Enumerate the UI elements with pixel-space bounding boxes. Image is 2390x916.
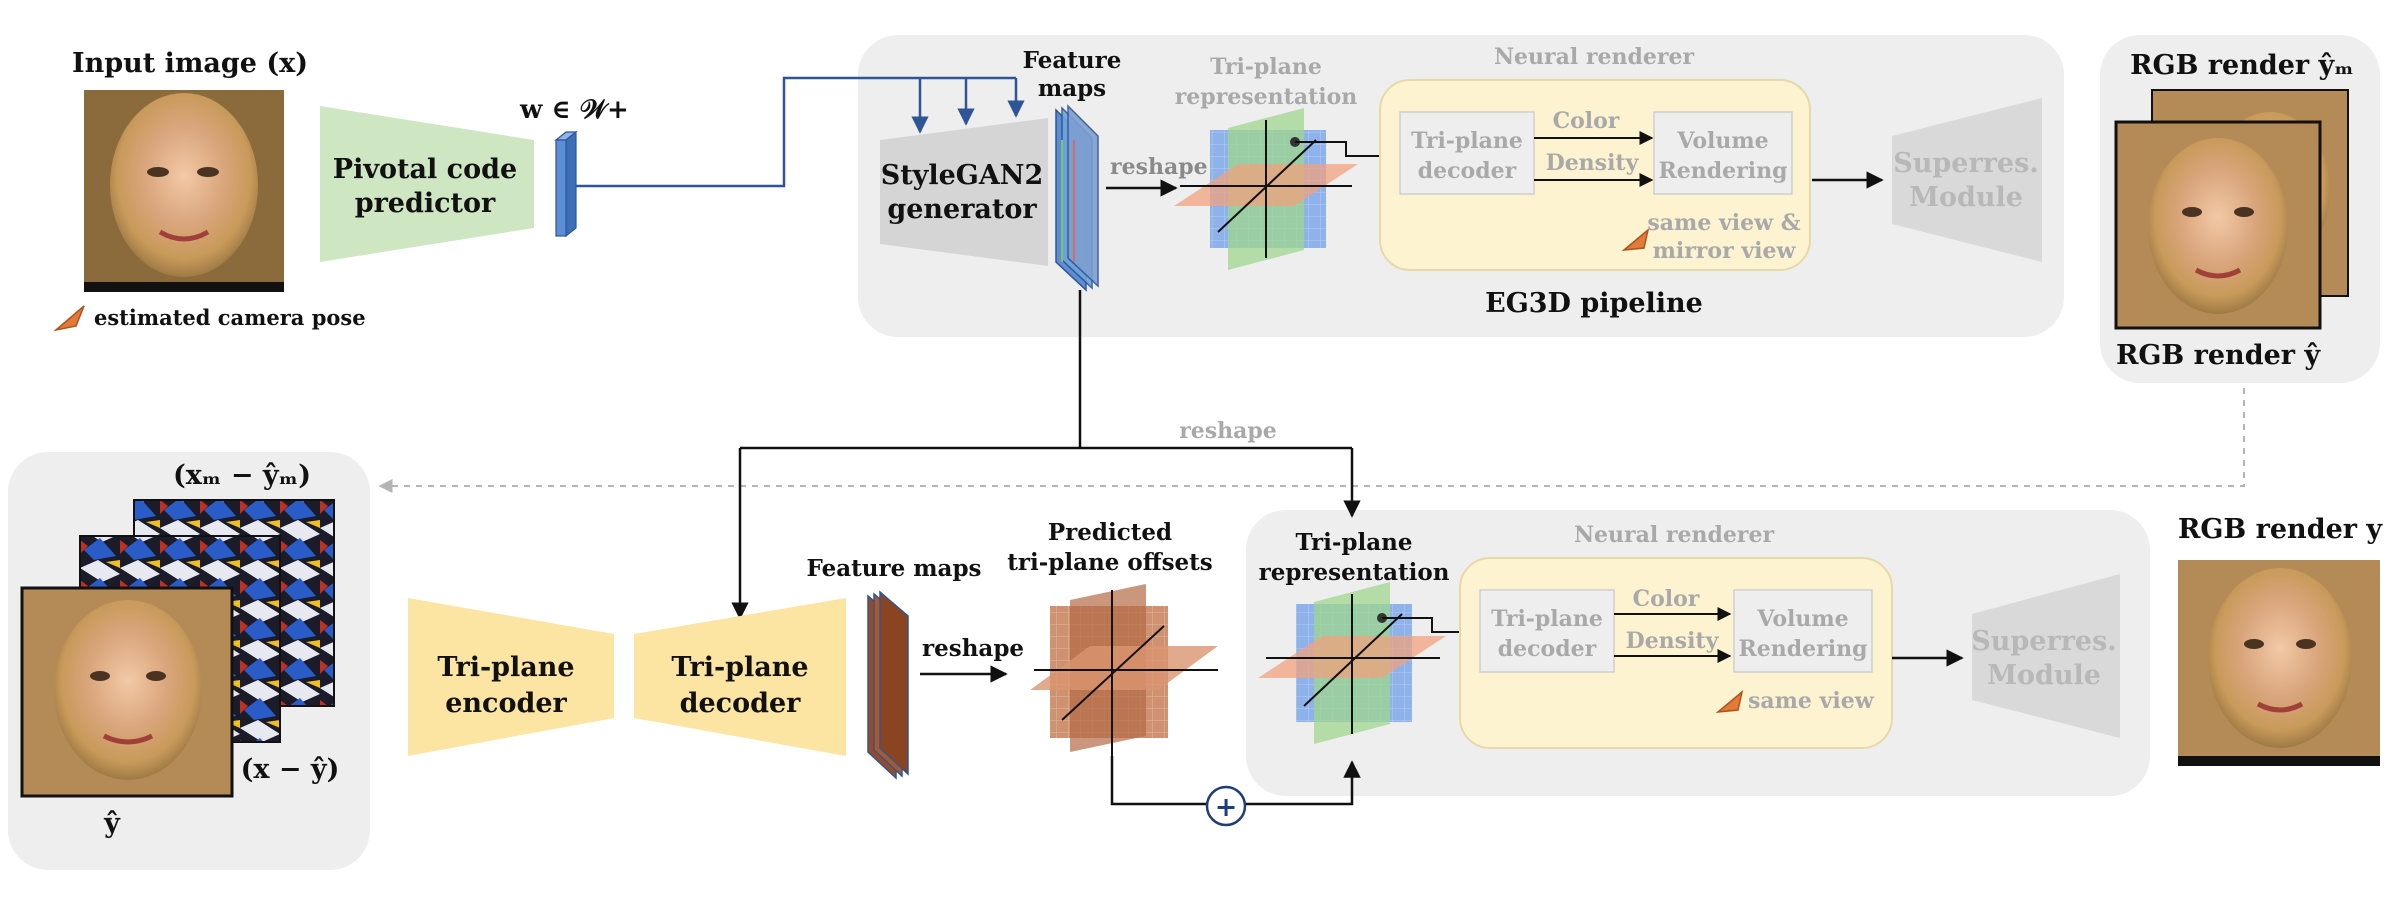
pivotal-code-predictor-shape bbox=[320, 106, 534, 262]
top-triplane-rep-label-2: representation bbox=[1175, 84, 1358, 110]
bottom-triplane-decoder-label-2: decoder bbox=[1498, 636, 1597, 662]
triplane-decoder-label: Tri-plane bbox=[671, 652, 808, 683]
rgb-render-m-title: RGB render ŷₘ bbox=[2130, 50, 2354, 81]
offsets-label: Predicted bbox=[1048, 519, 1172, 546]
top-superres-label: Superres. bbox=[1893, 148, 2038, 179]
input-face-image bbox=[84, 90, 284, 292]
w-to-generator-lines bbox=[576, 76, 1025, 188]
bottom-neural-renderer-label: Neural renderer bbox=[1574, 522, 1775, 548]
plus-circle bbox=[1205, 785, 1247, 827]
top-reshape-label: reshape bbox=[1110, 154, 1208, 180]
feature-to-bottom-lines bbox=[731, 290, 1361, 620]
pivotal-code-predictor-label-2: predictor bbox=[355, 188, 496, 219]
top-volume-rendering-label: Volume bbox=[1676, 128, 1768, 154]
pivotal-code-predictor-label: Pivotal code bbox=[333, 154, 517, 185]
top-superres-label-2: Module bbox=[1909, 182, 2023, 213]
bottom-camera-icon bbox=[1715, 690, 1744, 713]
bottom-reshape-label: reshape bbox=[922, 635, 1024, 662]
top-superres-shape bbox=[1892, 98, 2042, 262]
rgb-render-y-image bbox=[2178, 560, 2380, 766]
top-feature-maps-label-2: maps bbox=[1038, 75, 1106, 102]
top-feature-maps bbox=[1055, 104, 1099, 292]
plus-symbol: + bbox=[1215, 792, 1238, 823]
bottom-point-to-decoder-arrow bbox=[1382, 617, 1480, 639]
bottom-color-label: Color bbox=[1633, 586, 1700, 612]
y-hat-label: ŷ bbox=[103, 808, 121, 839]
offsets-label-2: tri-plane offsets bbox=[1007, 549, 1212, 576]
top-view-note: same view & bbox=[1647, 210, 1800, 236]
eg3d-pipeline-label: EG3D pipeline bbox=[1485, 288, 1703, 319]
top-camera-icon bbox=[1621, 228, 1650, 251]
bottom-superres-shape bbox=[1972, 574, 2120, 738]
latent-w-vector bbox=[554, 130, 578, 238]
rgb-render-y-title: RGB render y bbox=[2178, 514, 2383, 545]
rgb-render-hat-image bbox=[2114, 120, 2322, 330]
top-color-label: Color bbox=[1553, 108, 1620, 134]
top-triplane-decoder-box bbox=[1399, 111, 1535, 195]
bottom-volume-rendering-label-2: Rendering bbox=[1739, 636, 1868, 662]
top-feature-maps-label: Feature bbox=[1023, 47, 1122, 74]
top-triplane-decoder-label: Tri-plane bbox=[1411, 128, 1523, 154]
feedback-dashed-line bbox=[378, 388, 2245, 493]
top-volume-rendering-label-2: Rendering bbox=[1659, 158, 1788, 184]
bottom-superres-label: Superres. bbox=[1971, 626, 2116, 657]
bottom-volume-rendering-box bbox=[1733, 589, 1873, 673]
top-view-note-2: mirror view bbox=[1653, 238, 1797, 264]
top-triplane-visual bbox=[1174, 108, 1358, 270]
triplane-encoder-label-2: encoder bbox=[445, 688, 567, 719]
bottom-triplane-decoder-box bbox=[1479, 589, 1615, 673]
bottom-feature-maps-label: Feature maps bbox=[807, 555, 982, 582]
bottom-density-label: Density bbox=[1626, 628, 1720, 654]
top-point-to-decoder-arrow bbox=[1295, 141, 1402, 163]
bottom-triplane-rep-label: Tri-plane bbox=[1296, 529, 1413, 556]
bottom-left-y-hat-image bbox=[20, 586, 234, 798]
bottom-volume-rendering-label: Volume bbox=[1756, 606, 1848, 632]
stylegan2-generator-label-2: generator bbox=[887, 194, 1037, 225]
diff-label: (x − ŷ) bbox=[241, 754, 340, 785]
bottom-triplane-rep-label-2: representation bbox=[1259, 559, 1450, 586]
top-volume-rendering-box bbox=[1653, 111, 1793, 195]
camera-pose-label: estimated camera pose bbox=[94, 305, 366, 330]
rgb-render-hat-title: RGB render ŷ bbox=[2116, 340, 2321, 371]
w-space-label: w ∈ 𝒲+ bbox=[519, 95, 629, 125]
bottom-superres-label-2: Module bbox=[1987, 660, 2101, 691]
triplane-decoder-label-2: decoder bbox=[680, 688, 802, 719]
top-neural-renderer-label: Neural renderer bbox=[1494, 44, 1695, 70]
diff-m-label: (xₘ − ŷₘ) bbox=[173, 460, 311, 491]
top-density-label: Density bbox=[1546, 150, 1640, 176]
triplane-encoder-label: Tri-plane bbox=[437, 652, 574, 683]
offset-to-plus-line bbox=[1110, 756, 1206, 806]
bottom-triplane-decoder-label: Tri-plane bbox=[1491, 606, 1603, 632]
plus-to-triplane-arrow bbox=[1246, 760, 1361, 806]
bottom-triplane-visual bbox=[1258, 582, 1446, 744]
triplane-encoder-shape bbox=[408, 598, 614, 756]
offsets-visual bbox=[1030, 584, 1218, 756]
camera-pose-icon bbox=[53, 305, 85, 332]
stylegan2-generator-shape bbox=[880, 118, 1048, 266]
bottom-view-note: same view bbox=[1748, 688, 1875, 714]
triplane-decoder-shape bbox=[634, 598, 846, 756]
top-triplane-rep-label: Tri-plane bbox=[1210, 54, 1322, 80]
stylegan2-generator-label: StyleGAN2 bbox=[881, 160, 1044, 191]
top-triplane-decoder-label-2: decoder bbox=[1418, 158, 1517, 184]
bottom-feature-maps bbox=[867, 590, 909, 780]
input-image-title: Input image (x) bbox=[72, 48, 308, 79]
mid-reshape-label: reshape bbox=[1179, 418, 1277, 444]
